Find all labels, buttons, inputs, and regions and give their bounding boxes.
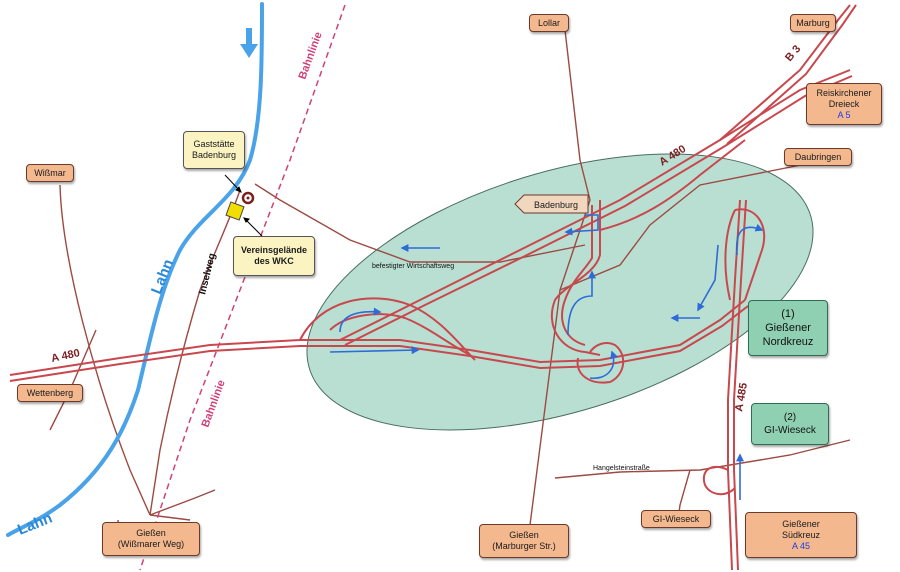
hangelstein-label: Hangelsteinstraße	[593, 465, 650, 472]
verein-line2: des WKC	[254, 256, 294, 266]
giessen-marburger-line1: Gießen	[509, 530, 539, 540]
place-gi-wieseck-label: GI-Wieseck	[652, 513, 700, 524]
a480-label-west: A 480	[50, 347, 81, 365]
place-suedkreuz: Gießener Südkreuz A 45	[745, 512, 857, 558]
place-daubringen-label: Daubringen	[794, 151, 842, 162]
railway-line	[139, 4, 346, 571]
place-lollar-label: Lollar	[537, 17, 560, 28]
reiskirchen-line1: Reiskirchener	[816, 87, 872, 98]
gaststaette-line2: Badenburg	[191, 150, 237, 160]
wirtschaftsweg-label: befestigter Wirtschaftsweg	[372, 263, 454, 270]
poi-vereinsgelaende: Vereinsgelände des WKC	[233, 236, 315, 276]
place-wettenberg-label: Wettenberg	[26, 387, 74, 398]
gaststaette-line1: Gaststätte	[193, 139, 235, 149]
label-pointers	[224, 174, 263, 237]
place-wettenberg: Wettenberg	[17, 384, 83, 402]
junction-nordkreuz: (1) Gießener Nordkreuz	[748, 300, 828, 356]
giessen-wissmarer-line2: (Wißmarer Weg)	[117, 539, 185, 549]
place-gi-wieseck: GI-Wieseck	[641, 510, 711, 528]
place-lollar: Lollar	[529, 14, 569, 32]
verein-line1: Vereinsgelände	[240, 245, 308, 255]
reiskirchen-line2: Dreieck	[828, 98, 860, 109]
place-wissmar-label: Wißmar	[34, 167, 66, 178]
suedkreuz-line1: Gießener	[782, 518, 820, 529]
suedkreuz-road: A 45	[791, 540, 811, 551]
place-marburg: Marburg	[790, 14, 836, 32]
wieseck-number: (2)	[783, 412, 797, 423]
lahn-river	[6, 2, 264, 537]
place-giessen-marburger: Gießen (Marburger Str.)	[479, 524, 569, 558]
b3-label: B 3	[783, 43, 803, 64]
nordkreuz-line1: Gießener	[765, 322, 811, 334]
suedkreuz-line2: Südkreuz	[781, 529, 821, 540]
badenburg-tag: Badenburg	[514, 194, 589, 214]
giessen-wissmarer-line1: Gießen	[136, 528, 166, 538]
place-marburg-label: Marburg	[796, 17, 830, 28]
inselweg-path	[149, 189, 241, 516]
bahnlinie-label-lower: Bahnlinie	[200, 378, 228, 429]
direction-arrows	[329, 214, 764, 500]
junction-wieseck: (2) GI-Wieseck	[751, 403, 829, 445]
place-giessen-wissmarer: Gießen (Wißmarer Weg)	[102, 522, 200, 556]
a485-label: A 485	[733, 382, 750, 413]
nordkreuz-line2: Nordkreuz	[762, 336, 814, 348]
badenburg-label: Badenburg	[534, 200, 578, 210]
poi-gaststaette: Gaststätte Badenburg	[183, 131, 245, 169]
place-reiskirchen: Reiskirchener Dreieck A 5	[806, 83, 882, 125]
flow-direction-arrow	[240, 28, 258, 58]
location-marker-icon	[241, 191, 255, 205]
wieseck-name: GI-Wieseck	[764, 425, 816, 436]
place-wissmar: Wißmar	[26, 164, 74, 182]
motorways	[9, 4, 857, 571]
reiskirchen-road: A 5	[837, 109, 851, 120]
giessen-marburger-line2: (Marburger Str.)	[492, 541, 556, 551]
lahn-label-lower: Lahn	[15, 510, 55, 539]
nordkreuz-number: (1)	[781, 308, 795, 320]
lahn-label-upper: Lahn	[148, 257, 177, 297]
place-daubringen: Daubringen	[784, 148, 852, 166]
club-site-marker	[225, 201, 245, 221]
inselweg-label: Inselweg	[197, 252, 218, 296]
